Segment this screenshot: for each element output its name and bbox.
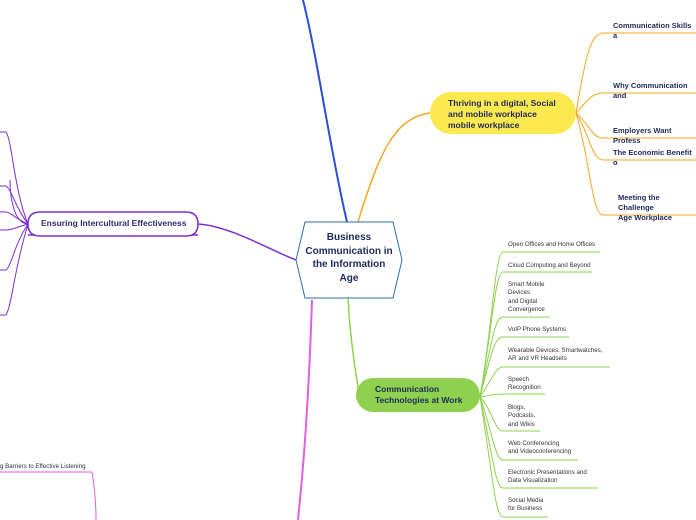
central-node-shape[interactable] <box>295 221 403 299</box>
intercultural-node-label: Ensuring Intercultural Effectiveness <box>41 218 187 228</box>
connector-intercultural-stub-4 <box>5 223 29 231</box>
connector-listening <box>91 471 97 520</box>
connector-intercultural-stub-5 <box>5 223 29 271</box>
tech-child-1[interactable]: Open Offices and Home Offices <box>508 241 596 248</box>
technologies-node-label: Communication Technologies at Work <box>375 384 463 406</box>
tech-child-8[interactable]: Web Conferencing and Videoconferencing <box>508 440 572 456</box>
tech-child-10[interactable]: Social Media for Business <box>508 497 544 513</box>
connector-tech-child-5 <box>479 366 504 398</box>
connector-digital-child-1 <box>575 32 604 114</box>
central-node-label: Business Communication in the Informatio… <box>305 232 393 284</box>
connector-central-to-intercultural <box>197 223 297 261</box>
connector-tech-child-6 <box>479 393 504 398</box>
connector-intercultural-stub-1 <box>5 131 29 225</box>
connector-digital-child-4 <box>575 112 604 161</box>
digital-node-shape[interactable] <box>430 92 576 134</box>
tech-child-3[interactable]: Smart Mobile Devices and Digital Converg… <box>508 281 545 314</box>
digital-child-1[interactable]: Communication Skills a <box>613 21 692 41</box>
technologies-node-shape[interactable] <box>356 378 480 412</box>
tech-child-9[interactable]: Electronic Presentations and Data Visual… <box>508 469 587 485</box>
connector-top-blue <box>302 0 348 223</box>
connector-tech-child-8 <box>479 396 504 461</box>
tech-child-2[interactable]: Cloud Computing and Beyond <box>508 262 591 269</box>
tech-child-7[interactable]: Blogs, Podcasts, and Wikis <box>508 404 536 428</box>
connector-digital-child-5 <box>575 112 604 216</box>
connector-tech-child-7 <box>479 396 504 432</box>
connector-central-to-digital <box>357 112 431 223</box>
digital-child-4[interactable]: The Economic Benefit o <box>613 148 692 168</box>
connector-tech-child-4 <box>479 336 504 398</box>
connector-intercultural-stub-6 <box>5 223 29 316</box>
digital-child-5[interactable]: Meeting the Challenge Age Workplace <box>618 193 673 223</box>
tech-child-5[interactable]: Wearable Devices: Smartwatches, AR and V… <box>508 347 603 363</box>
intercultural-node-shape[interactable] <box>27 211 199 237</box>
connector-intercultural-stub-2 <box>5 185 29 225</box>
digital-child-3[interactable]: Employers Want Profess <box>613 126 672 146</box>
digital-child-2[interactable]: Why Communication and <box>613 81 688 101</box>
tech-child-4[interactable]: VoIP Phone Systems <box>508 326 567 333</box>
connector-tech-child-10 <box>479 396 504 518</box>
connector-tech-child-2 <box>479 271 504 398</box>
connector-intercultural-trunk <box>9 179 29 225</box>
digital-node-label: Thriving in a digital, Social and mobile… <box>448 98 556 131</box>
connector-tech-child-3 <box>479 316 504 398</box>
connector-digital-child-2 <box>575 92 604 114</box>
connector-intercultural-stub-3 <box>5 211 29 225</box>
connector-digital-child-3 <box>575 112 604 139</box>
connector-central-to-technologies <box>347 297 361 396</box>
connector-bottom-pink <box>297 299 313 520</box>
listening-node-label[interactable]: g Barriers to Effective Listening <box>0 463 86 470</box>
tech-child-6[interactable]: Speech Recognition <box>508 376 541 392</box>
connector-tech-child-9 <box>479 396 504 489</box>
